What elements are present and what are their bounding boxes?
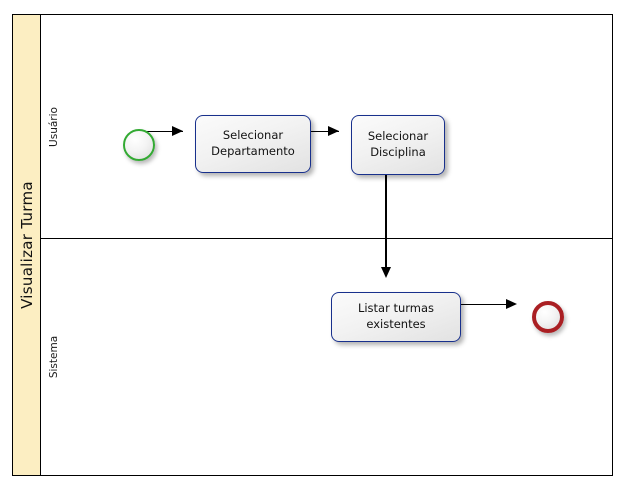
flow-departamento-to-disciplina-line <box>299 130 339 132</box>
pool-visualizar-turma[interactable]: Visualizar Turma Usuário Sistema <box>12 14 613 476</box>
task-listar-turmas-existentes-label: Listar turmas existentes <box>358 301 434 332</box>
task-selecionar-departamento[interactable]: Selecionar Departamento <box>195 115 311 173</box>
start-event[interactable] <box>123 129 155 161</box>
task-selecionar-disciplina[interactable]: Selecionar Disciplina <box>351 115 445 175</box>
flow-disciplina-to-listar-line <box>385 161 387 273</box>
lane-sistema-label-band: Sistema <box>41 239 67 475</box>
task-label-line1: Selecionar <box>222 128 284 143</box>
lane-usuario-label-band: Usuário <box>41 15 67 238</box>
pool-title: Visualizar Turma <box>17 181 36 309</box>
lane-sistema-label: Sistema <box>48 335 60 379</box>
task-label-line2: Disciplina <box>370 145 426 159</box>
task-label-line1: Selecionar <box>367 129 429 144</box>
flow-listar-to-end-line <box>449 303 515 305</box>
task-selecionar-departamento-label: Selecionar Departamento <box>211 128 295 159</box>
task-selecionar-disciplina-label: Selecionar Disciplina <box>368 129 428 160</box>
flow-disciplina-to-listar-arrowhead <box>381 267 391 278</box>
task-label-line2: existentes <box>366 317 426 331</box>
task-label-line2: Departamento <box>211 144 295 158</box>
flow-departamento-to-disciplina-arrowhead <box>328 126 339 136</box>
task-listar-turmas-existentes[interactable]: Listar turmas existentes <box>331 292 461 342</box>
end-event[interactable] <box>532 301 564 333</box>
lane-usuario-label: Usuário <box>48 106 60 147</box>
pool-header[interactable]: Visualizar Turma <box>13 15 41 475</box>
task-label-line1: Listar turmas <box>357 301 435 316</box>
lane-sistema[interactable]: Sistema <box>41 239 612 475</box>
flow-start-to-departamento-arrowhead <box>172 126 183 136</box>
lane-usuario[interactable]: Usuário <box>41 15 612 239</box>
flow-start-to-departamento-line <box>145 130 183 132</box>
flow-listar-to-end-arrowhead <box>506 299 517 309</box>
